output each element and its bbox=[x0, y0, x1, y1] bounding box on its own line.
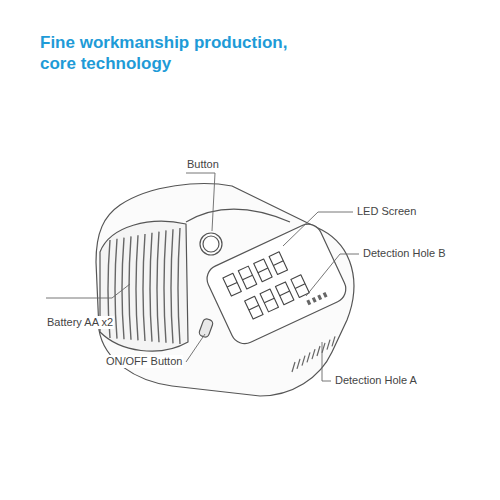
part-label: Battery AA x2 bbox=[46, 316, 114, 329]
part-label: LED Screen bbox=[356, 205, 417, 218]
part-label: Button bbox=[186, 158, 220, 171]
grip-ribs bbox=[108, 228, 180, 344]
battery-grip bbox=[100, 221, 188, 351]
body-edge bbox=[186, 209, 290, 222]
heading: Fine workmanship production, core techno… bbox=[40, 32, 295, 74]
part-label: ON/OFF Button bbox=[105, 355, 183, 368]
top-button-ring bbox=[203, 236, 219, 252]
part-label: Detection Hole A bbox=[334, 374, 418, 387]
on-off-switch bbox=[198, 318, 214, 338]
part-label: Detection Hole B bbox=[362, 247, 447, 260]
detection-hole-a bbox=[292, 336, 335, 372]
screen-panel bbox=[202, 220, 350, 349]
leader-lines bbox=[46, 173, 359, 381]
top-button bbox=[200, 233, 222, 255]
device-body bbox=[96, 184, 354, 396]
